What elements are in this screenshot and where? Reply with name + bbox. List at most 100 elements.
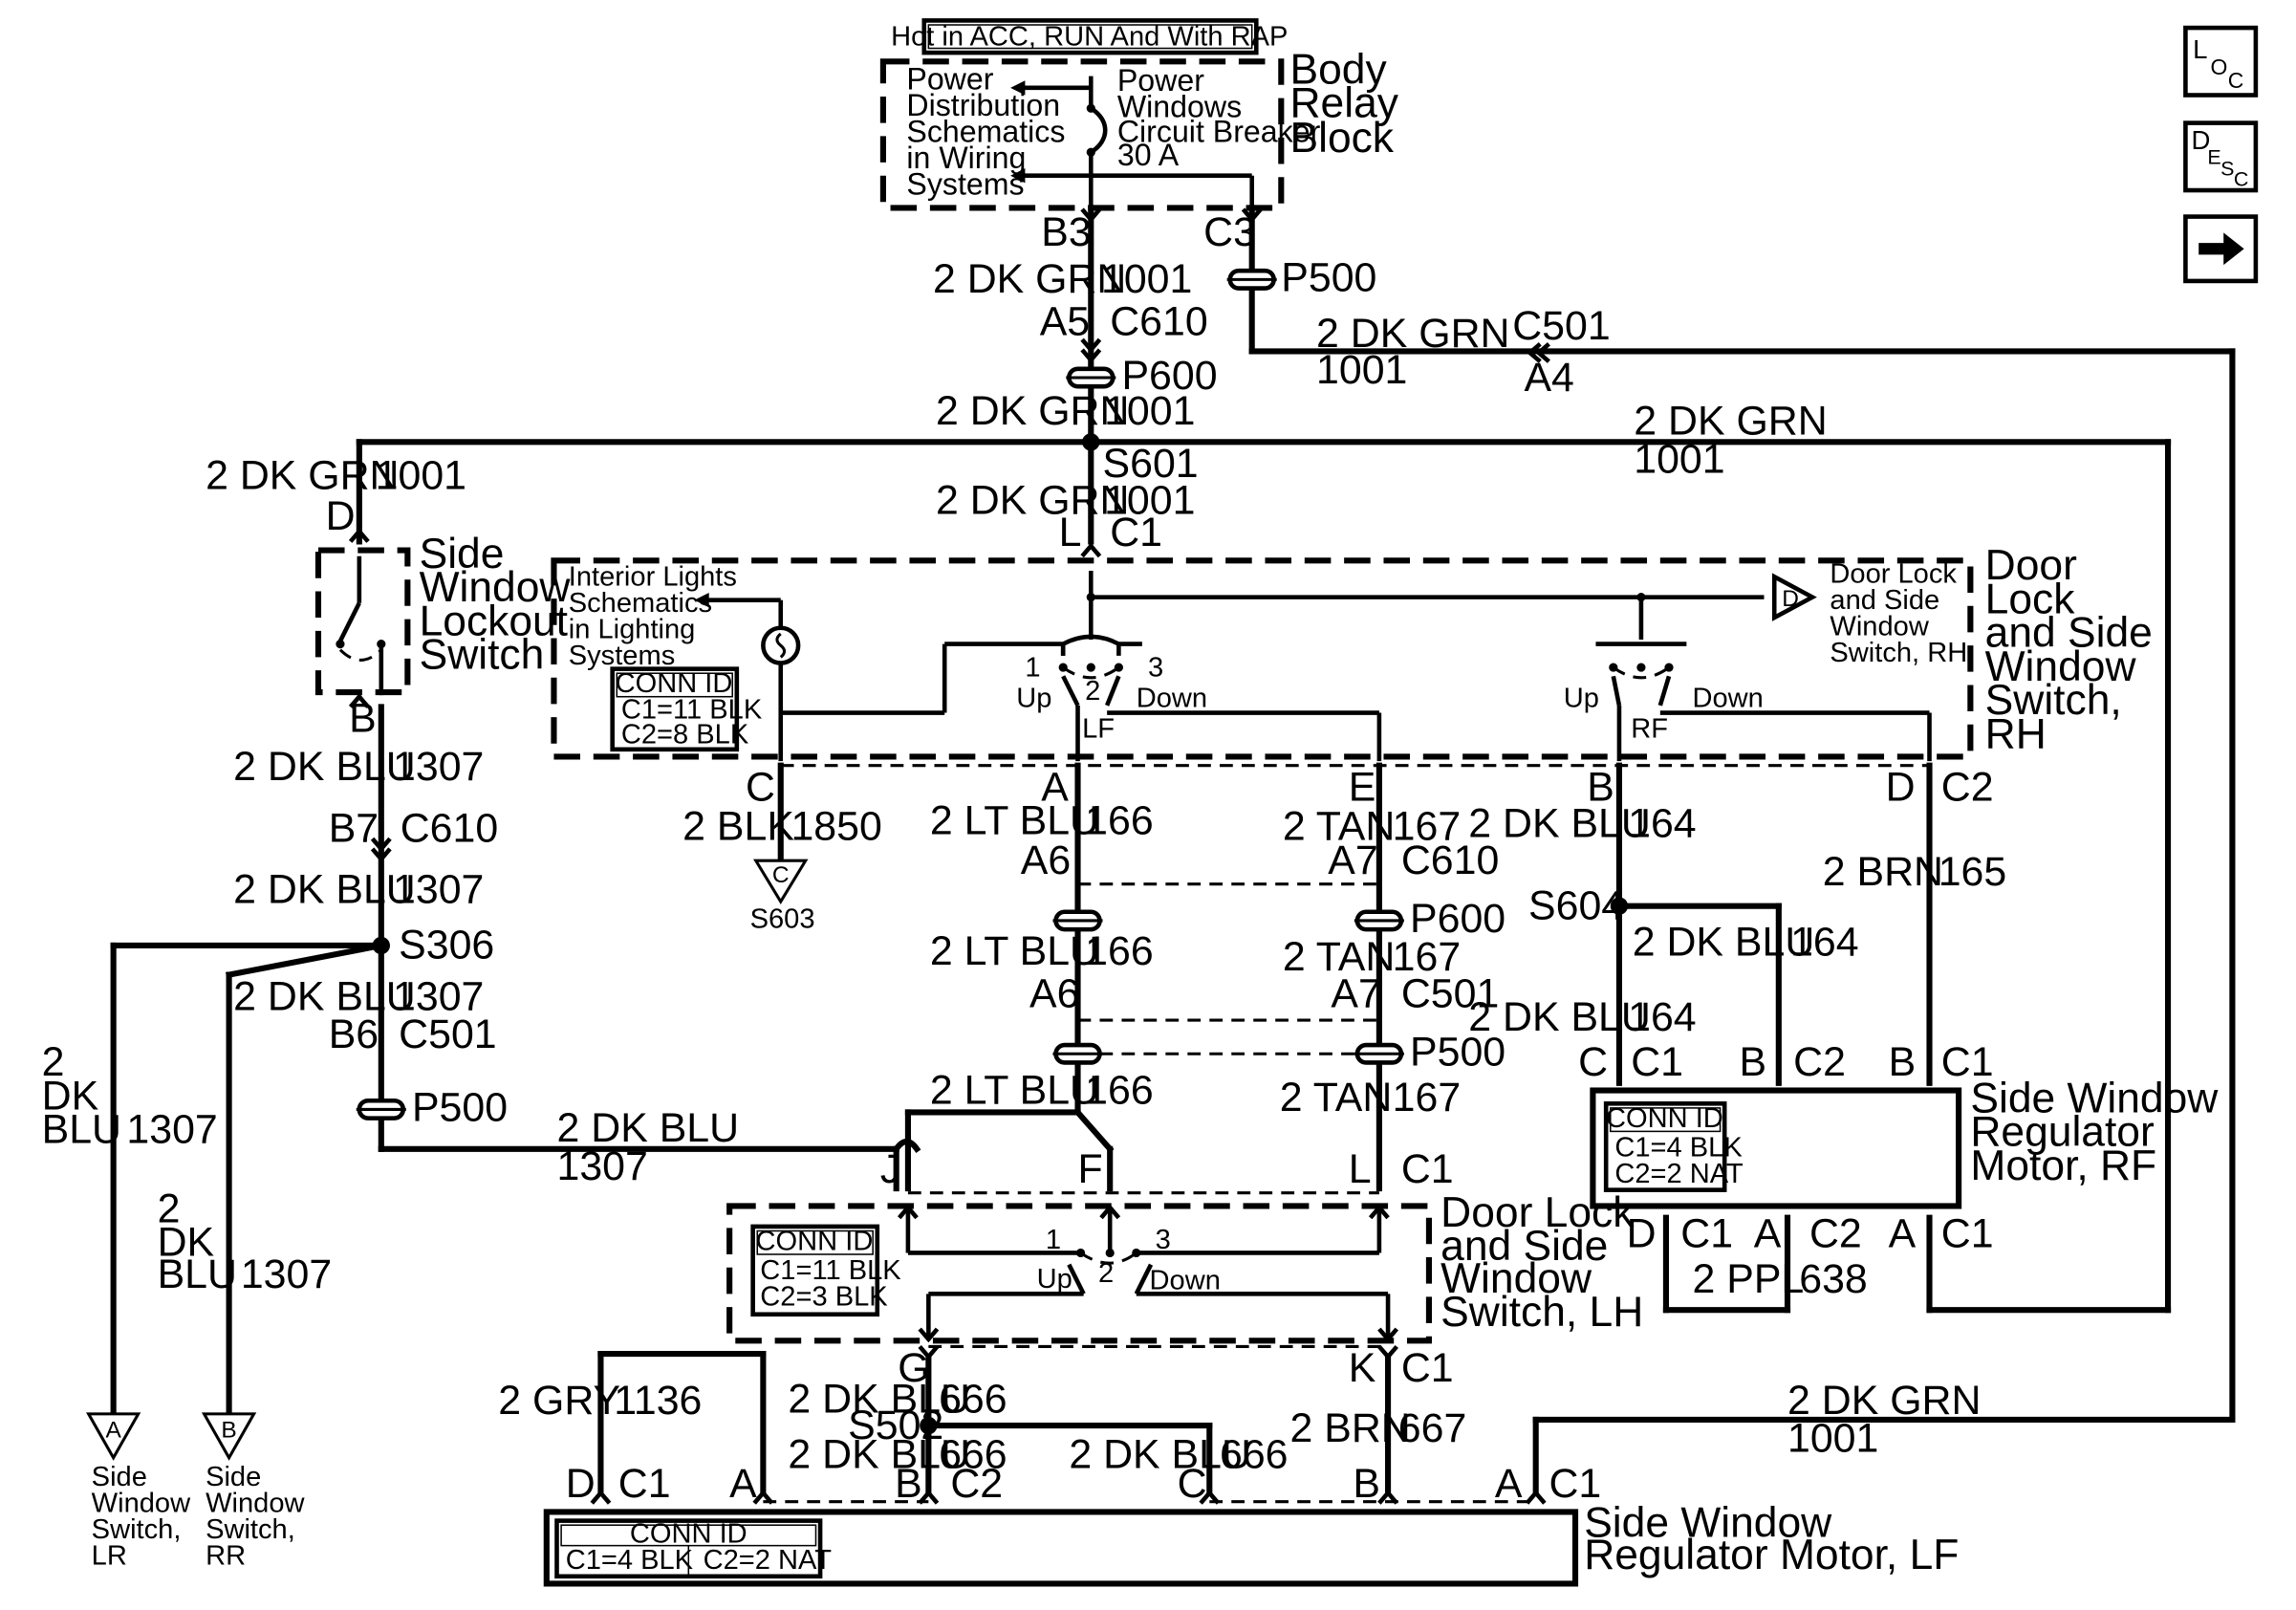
svg-text:S604: S604 [1528, 882, 1624, 928]
svg-text:A: A [1495, 1461, 1523, 1507]
next-arrow-button[interactable] [2183, 214, 2259, 284]
svg-text:S: S [2220, 158, 2234, 181]
svg-text:Block: Block [1289, 115, 1394, 162]
svg-text:DK: DK [158, 1220, 215, 1266]
rh-switch-title: Door Lock and Side Window Switch, RH [1985, 542, 2153, 757]
svg-text:1001: 1001 [1634, 436, 1724, 482]
svg-text:Window: Window [1440, 1255, 1592, 1302]
offpage-ref-rr[interactable]: B Side Window Switch, RR [201, 1412, 306, 1572]
svg-text:C: C [2234, 167, 2248, 190]
svg-text:2 PPL: 2 PPL [1692, 1256, 1804, 1302]
svg-text:Down: Down [1150, 1266, 1221, 1296]
svg-text:C610: C610 [401, 805, 498, 851]
svg-text:2 DK BLU: 2 DK BLU [557, 1105, 740, 1151]
svg-text:Up: Up [1564, 683, 1599, 713]
svg-text:666: 666 [939, 1376, 1007, 1422]
svg-text:2 DK GRN: 2 DK GRN [1634, 399, 1827, 445]
svg-text:CONN ID: CONN ID [616, 668, 733, 699]
power-distribution-ref: Power Distribution Schematics in Wiring … [906, 61, 1065, 201]
svg-text:C1: C1 [1941, 1210, 1994, 1256]
svg-text:167: 167 [1393, 934, 1462, 980]
svg-text:Down: Down [1692, 683, 1763, 713]
lockout-switch-title: Side Window Lockout Switch [420, 531, 572, 679]
svg-text:C2=3 BLK: C2=3 BLK [760, 1282, 888, 1313]
rf-motor-title: Side Window Regulator Motor, RF [1970, 1075, 2219, 1188]
pin-b3: B3 [1041, 209, 1091, 255]
ground-s603: C S603 [750, 859, 815, 935]
svg-text:P500: P500 [1410, 1030, 1505, 1076]
svg-text:C2=2 NAT: C2=2 NAT [704, 1545, 833, 1576]
inline-connectors-p600-mid [1052, 909, 1404, 932]
svg-text:C2: C2 [1809, 1210, 1862, 1256]
svg-text:2: 2 [42, 1039, 65, 1085]
svg-text:D: D [1782, 586, 1799, 612]
svg-text:C2: C2 [1941, 764, 1994, 810]
svg-text:A: A [729, 1461, 757, 1507]
desc-button[interactable]: D E S C [2183, 120, 2259, 193]
svg-text:B: B [1587, 764, 1614, 810]
conn-id-lf: CONN ID C1=4 BLK C2=2 NAT [554, 1518, 833, 1579]
label-p500-top: P500 [1281, 255, 1376, 301]
rh-switch-internals: D Door Lock and Side Window Switch, RH 1… [780, 558, 1967, 762]
svg-text:Switch, RH: Switch, RH [1830, 638, 1967, 668]
svg-text:1850: 1850 [791, 804, 881, 850]
svg-text:LR: LR [92, 1541, 127, 1572]
svg-text:2 LT BLU: 2 LT BLU [930, 1067, 1099, 1113]
svg-text:and Side: and Side [1440, 1223, 1608, 1270]
svg-text:A6: A6 [1029, 970, 1079, 1016]
svg-text:Switch,: Switch, [206, 1514, 295, 1545]
svg-text:Power: Power [906, 61, 993, 96]
svg-text:666: 666 [939, 1432, 1007, 1478]
svg-text:666: 666 [1220, 1432, 1289, 1478]
svg-text:Side: Side [92, 1462, 147, 1492]
svg-text:L: L [1349, 1146, 1372, 1192]
svg-text:Up: Up [1016, 683, 1051, 713]
svg-text:Windows: Windows [1117, 89, 1242, 123]
svg-text:C610: C610 [1401, 838, 1499, 883]
svg-text:RF: RF [1631, 714, 1668, 745]
offpage-ref-lr[interactable]: A Side Window Switch, LR [85, 1412, 191, 1572]
loc-button[interactable]: L O C [2183, 25, 2259, 98]
svg-text:Up: Up [1037, 1264, 1072, 1295]
svg-text:2: 2 [1085, 676, 1100, 707]
svg-text:D: D [566, 1461, 596, 1507]
svg-text:2 DK BLU: 2 DK BLU [1633, 920, 1815, 966]
svg-text:D: D [1886, 764, 1916, 810]
svg-text:and Side: and Side [1830, 585, 1939, 616]
svg-text:O: O [2210, 54, 2227, 79]
svg-text:E: E [1349, 764, 1376, 810]
svg-text:2 DK GRN: 2 DK GRN [936, 477, 1129, 523]
svg-text:2 DK GRN: 2 DK GRN [936, 388, 1129, 434]
svg-text:B6: B6 [329, 1012, 379, 1057]
svg-text:A5: A5 [1040, 299, 1090, 345]
svg-text:BLU: BLU [158, 1251, 237, 1297]
svg-text:C: C [2228, 68, 2244, 93]
svg-text:Systems: Systems [569, 641, 676, 671]
svg-text:BLU: BLU [42, 1107, 121, 1153]
svg-text:Side: Side [206, 1462, 261, 1492]
svg-text:L: L [2193, 34, 2207, 64]
svg-text:Door Lock: Door Lock [1440, 1189, 1635, 1236]
svg-text:2 DK BLU: 2 DK BLU [1468, 994, 1651, 1040]
svg-text:Relay: Relay [1289, 79, 1398, 126]
wire-label-rr-stack: 2 DK BLU 1307 [158, 1186, 333, 1297]
svg-text:2 GRY: 2 GRY [498, 1378, 620, 1424]
svg-text:638: 638 [1799, 1256, 1868, 1302]
svg-text:C: C [772, 862, 790, 888]
svg-text:165: 165 [1939, 849, 2007, 895]
svg-text:B: B [1353, 1461, 1380, 1507]
svg-text:1307: 1307 [557, 1143, 648, 1189]
svg-text:Power: Power [1117, 63, 1204, 98]
svg-text:1001: 1001 [1101, 256, 1192, 302]
svg-text:1307: 1307 [393, 867, 484, 913]
svg-text:30 A: 30 A [1117, 138, 1180, 172]
svg-text:A7: A7 [1328, 838, 1377, 883]
lamp-icon [761, 625, 801, 762]
svg-text:2 DK BLU: 2 DK BLU [788, 1376, 970, 1422]
svg-text:B: B [221, 1417, 236, 1443]
svg-text:C1: C1 [1631, 1039, 1683, 1085]
svg-text:Window: Window [1985, 643, 2137, 690]
hot-in-text: Hot in ACC, RUN And With RAP [891, 21, 1288, 52]
svg-text:Window: Window [206, 1488, 305, 1518]
svg-text:2 DK BLU: 2 DK BLU [233, 744, 416, 790]
